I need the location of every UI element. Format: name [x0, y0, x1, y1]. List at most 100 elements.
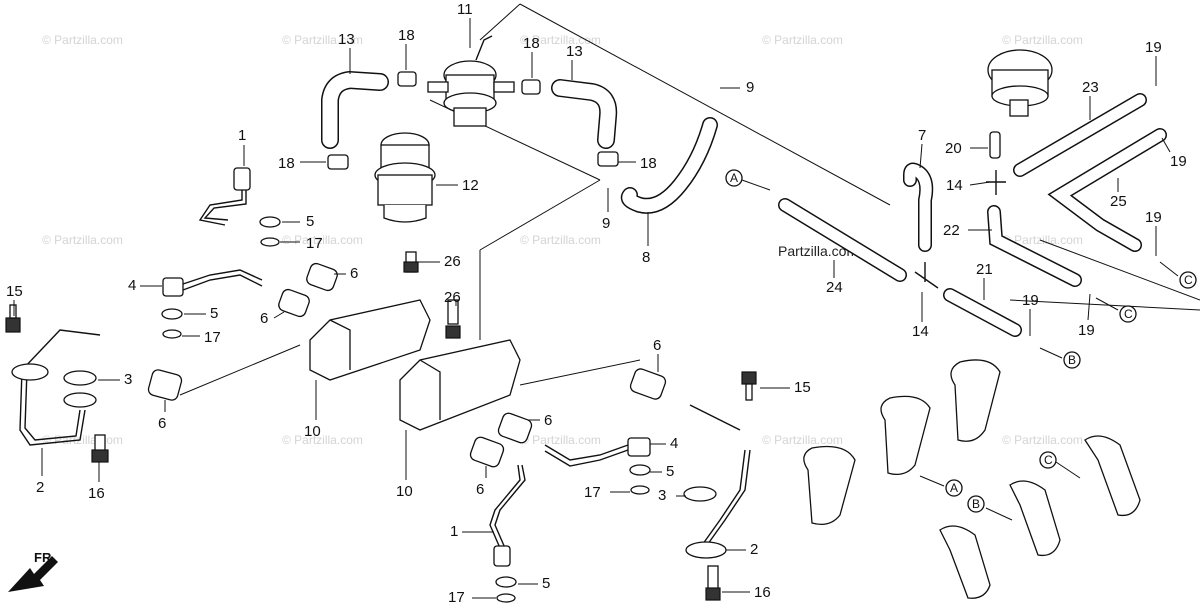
callout-1: 1 [450, 523, 458, 540]
callout-14: 14 [912, 323, 929, 340]
watermark: © Partzilla.com [42, 33, 123, 47]
callout-11: 11 [457, 1, 473, 18]
hose-part-13 [321, 70, 618, 149]
callout-12: 12 [462, 177, 479, 194]
callout-23: 23 [1082, 79, 1099, 96]
callout-20: 20 [945, 140, 962, 157]
connector-c: C [1044, 453, 1053, 467]
watermark: © Partzilla.com [42, 433, 123, 447]
callout-6: 6 [260, 310, 268, 327]
callout-17: 17 [306, 235, 323, 252]
callout-5: 5 [542, 575, 550, 592]
callout-6: 6 [544, 412, 552, 429]
pipe-part-1 [198, 167, 526, 567]
callout-18: 18 [523, 35, 540, 52]
callout-3: 3 [658, 487, 666, 504]
callout-14: 14 [946, 177, 963, 194]
washers-part-5-17 [161, 216, 651, 603]
connector-a: A [730, 171, 738, 185]
watermark: © Partzilla.com [520, 233, 601, 247]
callout-5: 5 [210, 305, 218, 322]
watermark: © Partzilla.com [762, 433, 843, 447]
connector-b: B [1068, 353, 1076, 367]
front-label: FR. [34, 550, 55, 565]
watermark: © Partzilla.com [762, 33, 843, 47]
callout-21: 21 [976, 261, 993, 278]
hose-part-23-25 [1013, 93, 1167, 252]
connector-a: A [950, 481, 958, 495]
gasket-part-3 [63, 370, 717, 502]
callout-18: 18 [640, 155, 657, 172]
callout-15: 15 [794, 379, 811, 396]
callout-2: 2 [36, 479, 44, 496]
control-valve-part-12 [374, 132, 436, 223]
callout-8: 8 [642, 249, 650, 266]
callout-18: 18 [278, 155, 295, 172]
bolts-part-15-16-26 [5, 251, 757, 601]
callout-22: 22 [943, 222, 960, 239]
connector-c: C [1184, 273, 1193, 287]
connector-b: B [972, 497, 980, 511]
watermark: © Partzilla.com [520, 433, 601, 447]
callout-6: 6 [350, 265, 358, 282]
watermark: © Partzilla.com [1002, 33, 1083, 47]
callout-13: 13 [338, 31, 355, 48]
hose-part-8 [620, 117, 718, 214]
callout-3: 3 [124, 371, 132, 388]
callout-25: 25 [1110, 193, 1127, 210]
callout-17: 17 [448, 589, 465, 606]
callout-leaders [13, 18, 1179, 599]
callout-4: 4 [670, 435, 678, 452]
callout-19: 19 [1022, 292, 1039, 309]
manifold-part-10 [309, 299, 521, 431]
front-arrow-icon: FR. [8, 550, 58, 592]
callout-18: 18 [398, 27, 415, 44]
callout-5: 5 [666, 463, 674, 480]
hose-part-22 [987, 205, 1082, 287]
air-cut-valve-part-11 [427, 35, 515, 127]
air-valve-top-right [987, 49, 1053, 117]
pipe-part-2 [11, 329, 751, 559]
callout-10: 10 [304, 423, 321, 440]
watermark: © Partzilla.com [282, 33, 363, 47]
connector-marks: A A B B C C C [725, 169, 1197, 513]
callout-16: 16 [754, 584, 771, 601]
clamp-part-18 [327, 71, 619, 170]
callout-6: 6 [158, 415, 166, 432]
callout-labels: 11 13 18 18 13 9 1 18 12 18 9 8 5 17 26 … [6, 1, 1187, 606]
callout-10: 10 [396, 483, 413, 500]
callout-19: 19 [1145, 39, 1162, 56]
hose-part-21 [943, 288, 1022, 337]
callout-26: 26 [444, 253, 461, 270]
callout-19: 19 [1145, 209, 1162, 226]
callout-9: 9 [602, 215, 610, 232]
intake-boots [803, 359, 1141, 599]
callout-9: 9 [746, 79, 754, 96]
leader-lines [179, 3, 1200, 396]
callout-15: 15 [6, 283, 23, 300]
callout-26: 26 [444, 289, 461, 306]
hose-part-7 [903, 162, 934, 252]
callout-13: 13 [566, 43, 583, 60]
callout-6: 6 [653, 337, 661, 354]
callout-1: 1 [238, 127, 246, 144]
pipe-part-4 [162, 269, 651, 467]
callout-5: 5 [306, 213, 314, 230]
callout-4: 4 [128, 277, 136, 294]
sleeve-part-6 [147, 262, 667, 468]
watermark-center: Partzilla.com [778, 243, 858, 259]
watermark: © Partzilla.com [282, 233, 363, 247]
callout-2: 2 [750, 541, 758, 558]
watermark: © Partzilla.com [1002, 433, 1083, 447]
watermark: © Partzilla.com [42, 233, 123, 247]
callout-19: 19 [1078, 322, 1095, 339]
callout-17: 17 [204, 329, 221, 346]
watermarks: © Partzilla.com © Partzilla.com © Partzi… [42, 33, 1083, 447]
connector-c: C [1124, 307, 1133, 321]
hose-part-20 [989, 131, 1001, 159]
watermark: © Partzilla.com [282, 433, 363, 447]
callout-19: 19 [1170, 153, 1187, 170]
callout-16: 16 [88, 485, 105, 502]
